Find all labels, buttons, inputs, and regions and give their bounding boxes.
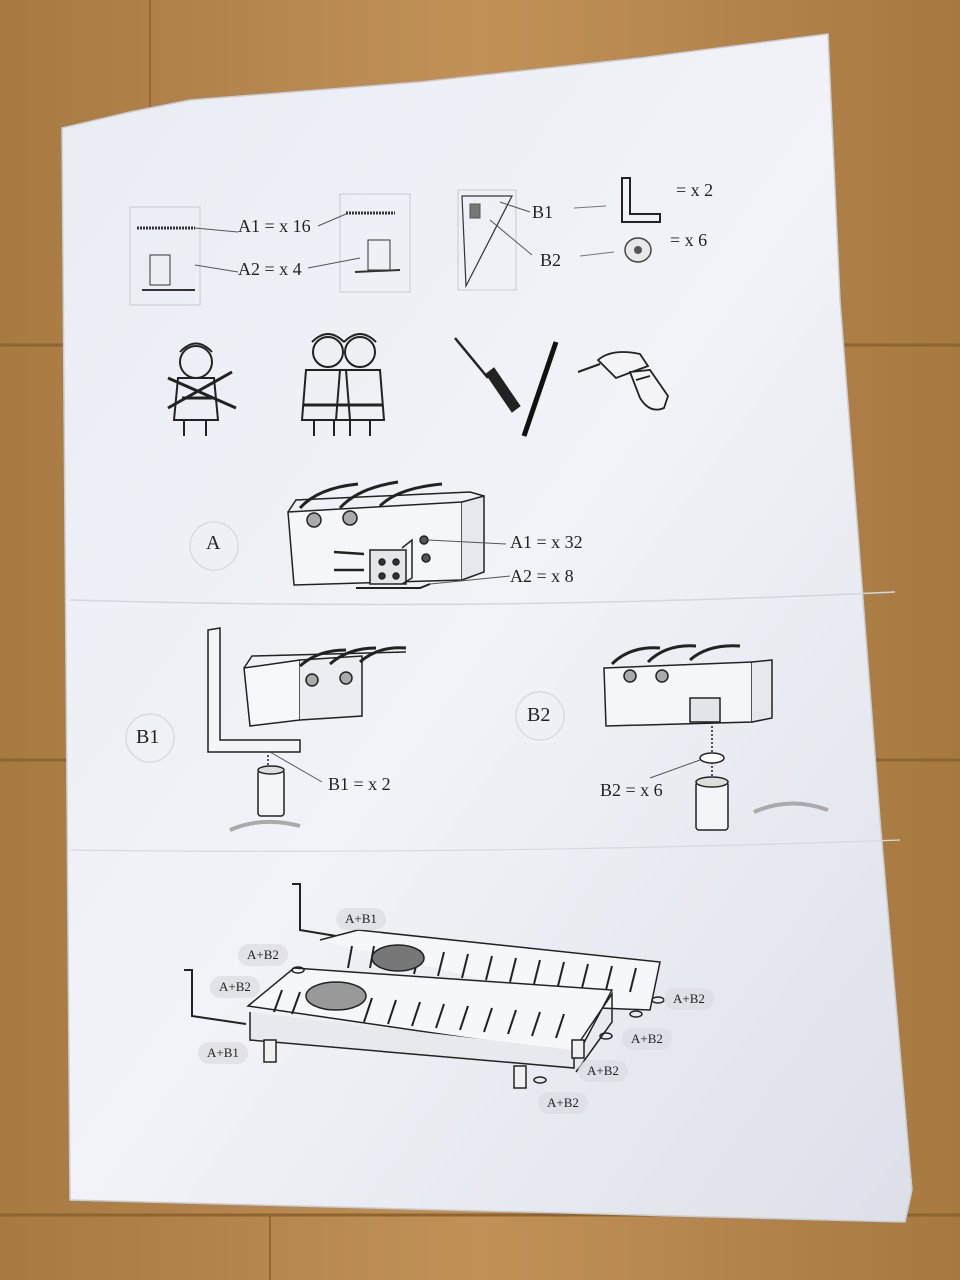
parts-b-box	[457, 189, 517, 291]
part-b1-qty: = x 2	[676, 180, 714, 200]
final-label-a-b2-right-1: A+B2	[664, 988, 714, 1010]
part-a2-label: A2 = x 4	[238, 259, 302, 279]
b1-bracket-icon	[621, 177, 661, 223]
part-b2-label: B2	[540, 250, 562, 270]
final-label-a-b1-top: A+B1	[336, 908, 386, 930]
parts-a-box-right	[339, 193, 411, 293]
no-single-worker-icon	[167, 342, 237, 436]
parts-a-box-left	[129, 206, 201, 306]
or-slash	[521, 341, 559, 437]
screwdriver-icon	[454, 337, 521, 413]
step-b1-diagram	[207, 627, 407, 832]
step-b1-circle	[125, 713, 175, 763]
final-label-a-b2-left-2: A+B2	[210, 976, 260, 998]
step-a-a1-qty: A1 = x 32	[510, 532, 583, 552]
step-b2-circle	[515, 691, 565, 741]
part-b1-label: B1	[532, 202, 554, 222]
step-a-diagram	[287, 480, 485, 589]
final-assembly-diagram	[184, 883, 665, 1089]
step-a-circle	[189, 521, 239, 571]
step-b2-diagram	[603, 644, 829, 831]
paper	[61, 33, 913, 1223]
part-b2-qty: = x 6	[670, 230, 708, 250]
b2-washer-icon	[624, 237, 652, 263]
step-a-a2-qty: A2 = x 8	[510, 566, 574, 586]
step-b2-qty: B2 = x 6	[600, 780, 663, 800]
part-a1-label: A1 = x 16	[238, 216, 311, 236]
step-a-title: A	[206, 532, 221, 554]
step-b2-title: B2	[527, 704, 551, 726]
final-label-a-b2-right-4: A+B2	[538, 1092, 588, 1114]
final-label-a-b2-left-1: A+B2	[238, 944, 288, 966]
final-label-a-b2-right-2: A+B2	[622, 1028, 672, 1050]
final-label-a-b1-bottom: A+B1	[198, 1042, 248, 1064]
power-drill-icon	[577, 351, 669, 411]
final-label-a-b2-right-3: A+B2	[578, 1060, 628, 1082]
two-workers-icon	[300, 333, 386, 436]
step-b1-title: B1	[136, 726, 160, 748]
step-b1-qty: B1 = x 2	[328, 774, 391, 794]
